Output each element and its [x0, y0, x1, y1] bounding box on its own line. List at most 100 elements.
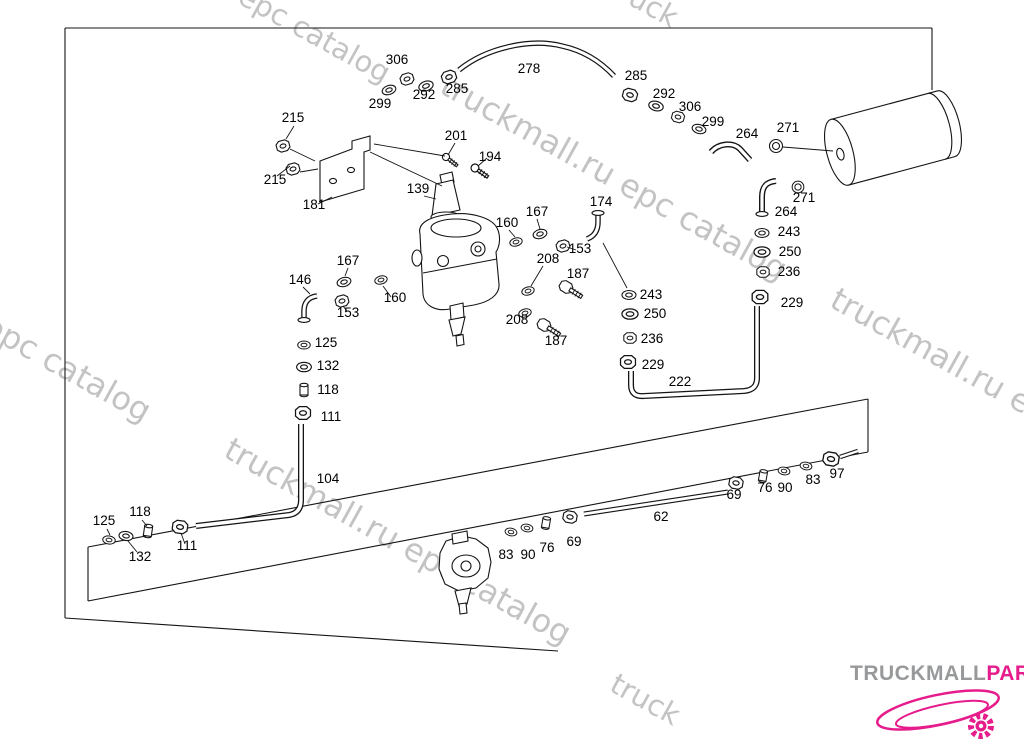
washer-part — [532, 228, 548, 240]
washer-part — [799, 461, 813, 471]
part-label-264: 264 — [775, 204, 798, 219]
part-label-111: 111 — [177, 538, 198, 553]
part-label-215: 215 — [282, 110, 305, 125]
washer-part — [691, 123, 707, 135]
part-label-271: 271 — [793, 190, 816, 205]
part-label-125: 125 — [315, 335, 338, 350]
screw-part — [470, 163, 490, 179]
small-parts-layer — [102, 69, 840, 545]
sleeve-part — [540, 516, 552, 530]
bolt-part — [558, 280, 584, 300]
part-label-215: 215 — [264, 172, 287, 187]
washer-part — [504, 527, 518, 537]
part-label-306: 306 — [679, 99, 702, 114]
bolt-part — [536, 318, 562, 338]
logo-text-accent: PARTS — [986, 662, 1024, 685]
ring-part — [791, 180, 805, 194]
washer-part — [518, 308, 532, 318]
washer-part — [118, 530, 134, 542]
part-label-90: 90 — [520, 547, 535, 562]
watermark-text: u epc catalog — [0, 292, 158, 430]
part-label-285: 285 — [625, 68, 648, 83]
part-label-292: 292 — [653, 86, 676, 101]
diagram-border — [64, 27, 933, 652]
part-label-160: 160 — [384, 290, 407, 305]
part-label-181: 181 — [303, 197, 326, 212]
nut-part — [562, 510, 578, 524]
nut-part — [621, 87, 639, 103]
part-label-146: 146 — [289, 272, 312, 287]
nut-part — [399, 72, 415, 86]
air-tank — [823, 90, 962, 186]
washer-part — [297, 340, 311, 350]
nut-part — [275, 139, 291, 153]
part-label-222: 222 — [669, 374, 692, 389]
part-label-285: 285 — [446, 81, 469, 96]
washer-part — [621, 308, 639, 320]
washer-part — [381, 84, 397, 96]
part-label-118: 118 — [129, 504, 151, 519]
washer-part — [753, 246, 771, 258]
screw-part — [441, 152, 459, 168]
part-label-69: 69 — [726, 487, 741, 502]
washer-part — [621, 289, 637, 301]
part-label-201: 201 — [445, 128, 468, 143]
part-label-167: 167 — [337, 253, 360, 268]
nut-part — [728, 476, 744, 490]
watermark-text: truck — [603, 0, 685, 34]
part-label-243: 243 — [778, 224, 801, 239]
nut-part — [623, 332, 637, 344]
washer-part — [520, 523, 534, 533]
watermark-text: epc catalog — [233, 0, 397, 90]
part-label-111: 111 — [321, 409, 342, 424]
washer-part — [648, 100, 664, 112]
part-label-139: 139 — [407, 181, 430, 196]
part-label-76: 76 — [757, 480, 772, 495]
part-label-125: 125 — [93, 513, 116, 528]
part-label-104: 104 — [317, 471, 340, 486]
sleeve-part — [299, 382, 309, 398]
part-label-264: 264 — [736, 126, 759, 141]
washer-part — [777, 466, 791, 476]
flange-part — [755, 211, 769, 217]
nut-part — [440, 69, 458, 85]
part-label-62: 62 — [653, 509, 668, 524]
watermark-text: truckmall.ru epc catalog — [218, 430, 578, 652]
sleeve-part — [757, 469, 769, 483]
logo-text: TRUCKMALLPARTS — [850, 662, 1024, 686]
part-label-160: 160 — [496, 215, 519, 230]
nut-part — [294, 406, 312, 420]
part-label-174: 174 — [590, 194, 613, 209]
washer-part — [102, 535, 116, 545]
logo-swoosh-icon — [876, 689, 1000, 739]
part-label-132: 132 — [129, 549, 152, 564]
brand-logo: TRUCKMALLPARTS — [850, 662, 1024, 748]
part-label-76: 76 — [539, 540, 554, 555]
part-label-90: 90 — [777, 480, 792, 495]
part-label-187: 187 — [545, 333, 568, 348]
part-label-271: 271 — [777, 120, 800, 135]
part-label-194: 194 — [479, 149, 502, 164]
nut-part — [285, 162, 301, 176]
part-label-187: 187 — [567, 266, 590, 281]
washer-part — [374, 275, 388, 285]
part-label-153: 153 — [337, 305, 360, 320]
part-label-83: 83 — [498, 547, 513, 562]
part-label-118: 118 — [317, 382, 339, 397]
part-label-306: 306 — [386, 52, 409, 67]
logo-text-primary: TRUCKMALL — [850, 662, 987, 685]
part-label-208: 208 — [537, 251, 560, 266]
part-label-292: 292 — [413, 87, 436, 102]
leader-lines — [106, 125, 834, 553]
part-label-153: 153 — [569, 241, 592, 256]
part-label-243: 243 — [640, 287, 663, 302]
part-label-278: 278 — [518, 61, 541, 76]
part-label-208: 208 — [506, 312, 529, 327]
part-label-167: 167 — [526, 204, 549, 219]
part-label-69: 69 — [566, 534, 581, 549]
part-label-236: 236 — [641, 331, 664, 346]
nut-part — [619, 355, 637, 369]
washer-part — [754, 227, 770, 239]
